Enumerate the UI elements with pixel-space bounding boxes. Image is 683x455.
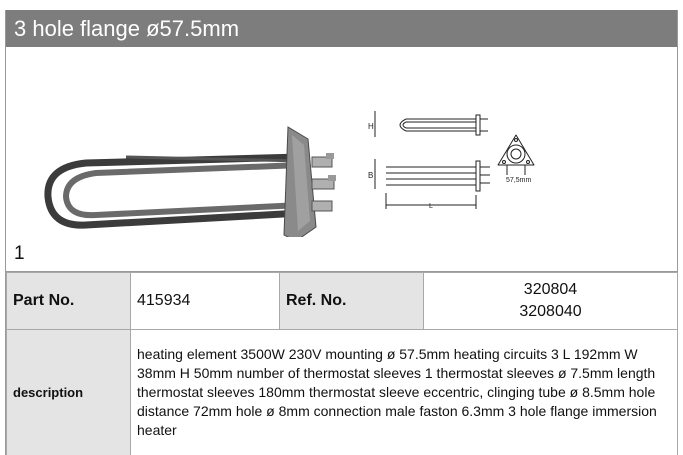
dimension-h-label: H <box>368 122 374 131</box>
ref-no-values: 320804 3208040 <box>423 272 678 330</box>
part-row: Part No. 415934 Ref. No. 320804 3208040 <box>6 272 678 330</box>
part-no-label: Part No. <box>6 272 131 330</box>
dimension-diameter-label: 57,5mm <box>506 177 531 184</box>
product-title: 3 hole flange ø57.5mm <box>6 10 677 47</box>
heating-element-photo <box>44 126 336 237</box>
ref-no-label: Ref. No. <box>279 272 424 330</box>
ref-no-value: 3208040 <box>519 303 582 320</box>
description-row: description heating element 3500W 230V m… <box>6 329 678 455</box>
part-no-value: 415934 <box>130 272 280 330</box>
dimension-b-label: B <box>368 171 373 180</box>
ref-no-value: 320804 <box>523 281 578 298</box>
technical-drawing: H B L 57,5mm <box>368 111 535 210</box>
dimension-l-label: L <box>429 203 433 210</box>
product-image-panel: H B L 57,5mm 1 <box>6 47 677 272</box>
photo-index: 1 <box>14 243 25 264</box>
spec-table: Part No. 415934 Ref. No. 320804 3208040 … <box>6 272 678 455</box>
description-label: description <box>6 329 131 455</box>
description-text: heating element 3500W 230V mounting ø 57… <box>130 329 678 455</box>
product-card: 3 hole flange ø57.5mm <box>5 10 678 455</box>
